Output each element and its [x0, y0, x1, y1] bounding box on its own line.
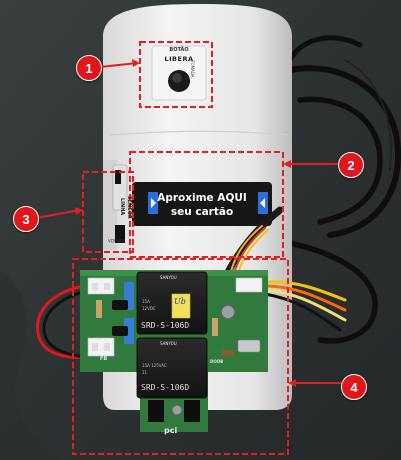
- relay-1-rating-1: 15A: [142, 299, 150, 304]
- optical-sensor-1: [148, 400, 164, 422]
- sticker-line-2: seu cartão: [170, 206, 234, 218]
- sticker-left-arrow-icon: [151, 198, 156, 208]
- side-sensor: [112, 164, 128, 243]
- callout-4: 4: [341, 374, 367, 400]
- background-shadow: [0, 270, 60, 460]
- silk-pci: pci: [164, 426, 178, 435]
- callout-box-3: [82, 171, 134, 253]
- sensor-label-3: TOMADA: [108, 238, 126, 243]
- coiled-cable: [272, 35, 401, 344]
- optical-sensor-2: [184, 400, 200, 422]
- relay-1-brand: SANYOU: [160, 275, 177, 280]
- sticker-line-1: Aproxime AQUI: [157, 192, 247, 204]
- crystal-oscillator: [237, 339, 261, 353]
- handwritten-mark: Ub: [174, 297, 186, 306]
- sensor-label-2: LINHA: [119, 198, 125, 216]
- callout-arrowheads: [75, 59, 296, 387]
- callout-box-2: [129, 151, 284, 258]
- button-caption: BOTÃO: [169, 47, 189, 53]
- callout-box-1: [139, 41, 213, 108]
- board-screw-1: [220, 304, 236, 320]
- callout-arrows: [35, 62, 346, 384]
- silk-connector-label: DOOB: [210, 359, 224, 364]
- connector-top-right: [235, 277, 263, 293]
- capacitor-blue-1: [124, 282, 134, 310]
- callout-2: 2: [338, 152, 364, 178]
- callout-3: 3: [13, 206, 39, 232]
- relay-1-model: SRD-S-106D: [141, 321, 190, 330]
- relay-2: [136, 337, 208, 399]
- callout-box-4: [72, 258, 289, 455]
- board-screw-2: [171, 404, 183, 416]
- housing-seam: [109, 130, 289, 136]
- relay-2-brand: SANYOU: [160, 341, 177, 346]
- button-name: LIBERA: [164, 55, 194, 63]
- right-wires: [263, 280, 347, 332]
- button-side-label: TOMADA: [190, 60, 195, 78]
- connector-bottom-left: [87, 337, 115, 357]
- relay-1: [136, 271, 208, 335]
- sensor-label-1: SENSOR: [126, 196, 132, 219]
- card-reader-sticker: [132, 182, 272, 226]
- capacitor-blue-2: [124, 318, 134, 344]
- callout-1: 1: [76, 55, 102, 81]
- silk-fb: FB: [100, 356, 108, 362]
- relay-2-model: SRD-S-106D: [141, 383, 190, 392]
- push-button[interactable]: [151, 45, 207, 101]
- sticker-right-arrow-icon: [260, 198, 265, 208]
- relay-2-rating-1: 15A 125VAC: [142, 363, 167, 368]
- relay-1-rating-2: 12VDC: [142, 306, 156, 311]
- connector-top-left: [87, 277, 115, 295]
- relay-2-rating-2: 11: [142, 370, 148, 375]
